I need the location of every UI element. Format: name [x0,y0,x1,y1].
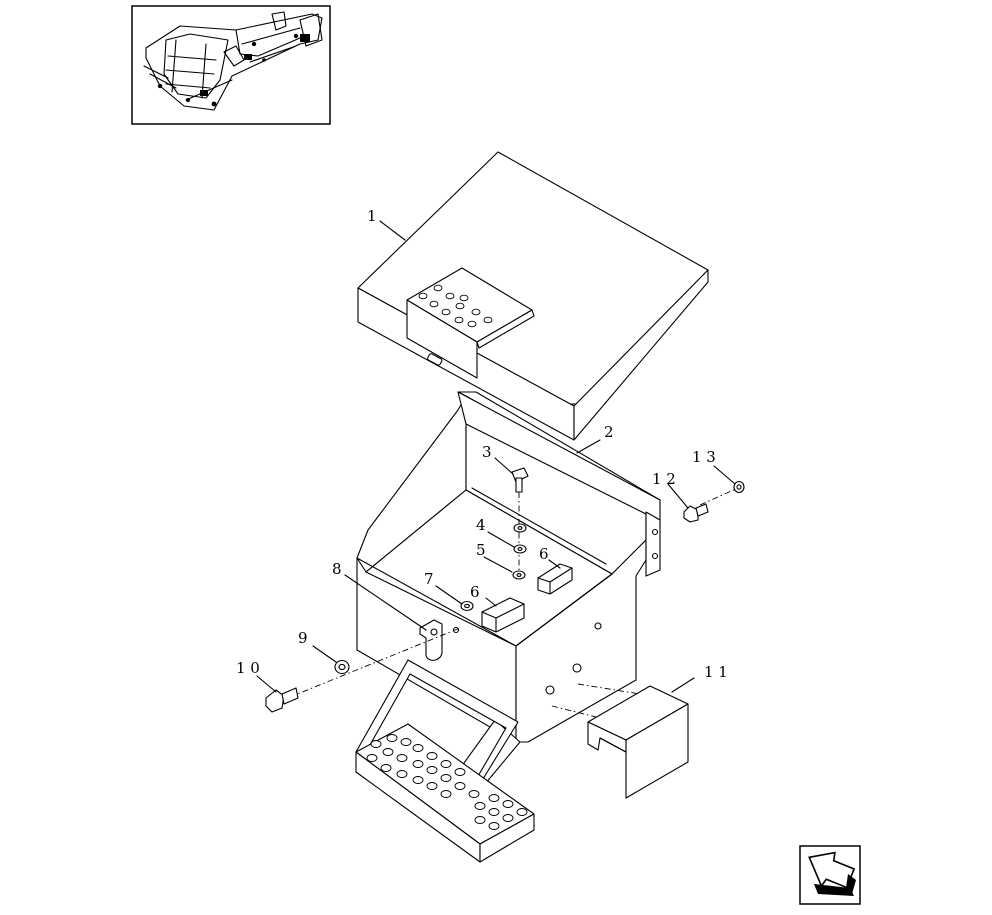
callout-10: 1 0 [236,659,260,677]
callout-12: 1 2 [652,470,676,488]
callout-1: 1 [367,207,377,225]
part-13-washer [733,480,745,494]
callout-6b: 6 [470,583,480,601]
part-7-nut [460,600,474,612]
callout-2: 2 [604,423,614,441]
part-6-bracket-right [537,563,573,595]
part-12-bolt [683,503,709,523]
callout-4: 4 [476,516,486,534]
callout-6a: 6 [539,545,549,563]
callout-9: 9 [298,629,308,647]
part-11-cover [587,685,689,799]
callout-3: 3 [482,443,492,461]
callout-7: 7 [424,570,434,588]
part-9-washer [334,659,350,675]
previous-page-arrow-icon[interactable] [799,844,861,905]
part-5-nut [512,544,527,580]
callout-5: 5 [476,541,486,559]
callout-labels: 1 2 3 4 5 6 6 7 8 9 1 0 1 1 1 2 1 3 [236,207,728,681]
callout-8: 8 [332,560,342,578]
part-10-bolt [265,687,299,713]
part-4-washer [513,523,527,533]
leader-lines [256,220,736,693]
part-6-bracket-left [481,597,525,633]
part-1-lid [357,151,709,441]
step-tread [355,659,535,863]
location-thumbnail [131,5,331,125]
callout-13: 1 3 [692,448,716,466]
callout-11: 1 1 [704,663,728,681]
